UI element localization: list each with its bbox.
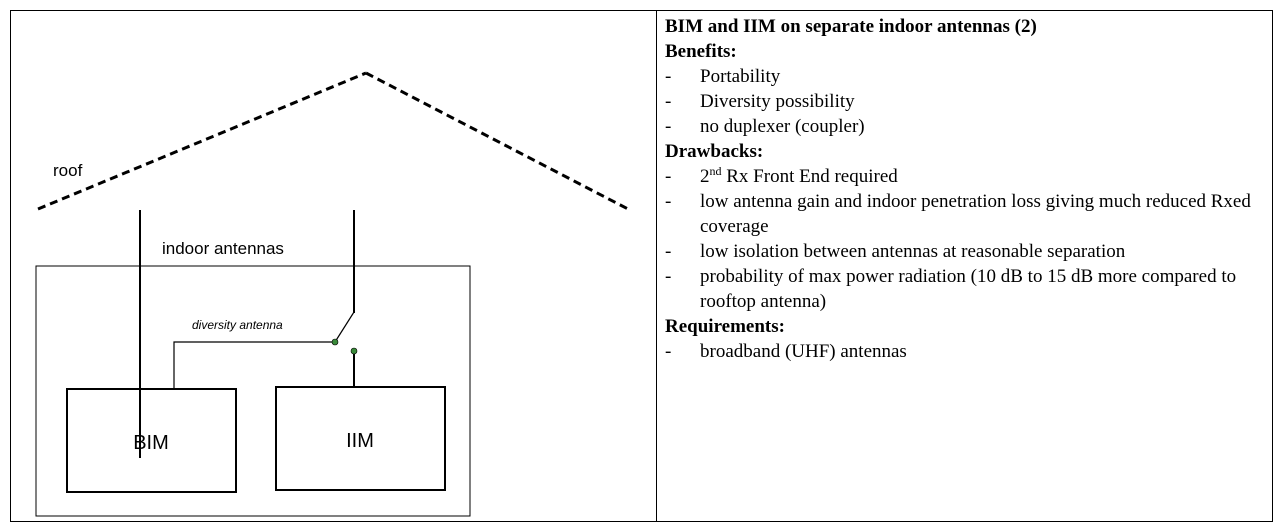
- ordinal-number: 2: [700, 166, 710, 187]
- requirements-list: broadband (UHF) antennas: [665, 339, 1265, 364]
- diversity-feed-line: [173, 341, 335, 389]
- list-item: low antenna gain and indoor penetration …: [665, 189, 1265, 239]
- bim-label: BIM: [133, 432, 169, 454]
- roof-label: roof: [53, 161, 83, 180]
- roof-left-slope: [37, 71, 367, 211]
- drawbacks-heading: Drawbacks:: [665, 141, 764, 162]
- list-item: low isolation between antennas at reason…: [665, 239, 1265, 264]
- list-item: broadband (UHF) antennas: [665, 339, 1265, 364]
- list-item: 2nd Rx Front End required: [665, 164, 1265, 189]
- panel-title: BIM and IIM on separate indoor antennas …: [665, 16, 1037, 37]
- rx-front-end-text: Rx Front End required: [721, 166, 898, 187]
- antenna-diagram: roof indoor antennas diversity antenna B…: [35, 71, 629, 517]
- indoor-enclosure: [35, 265, 471, 517]
- list-item: probability of max power radiation (10 d…: [665, 264, 1265, 314]
- drawbacks-list: 2nd Rx Front End required low antenna ga…: [665, 164, 1265, 314]
- benefits-heading: Benefits:: [665, 41, 737, 62]
- switch-contact-diversity: [331, 338, 339, 346]
- ordinal-suffix: nd: [709, 164, 722, 178]
- column-divider: [656, 10, 657, 522]
- requirements-heading: Requirements:: [665, 316, 785, 337]
- list-item: no duplexer (coupler): [665, 114, 1265, 139]
- list-item: Portability: [665, 64, 1265, 89]
- roof-right-slope: [365, 71, 629, 211]
- benefits-list: Portability Diversity possibility no dup…: [665, 64, 1265, 139]
- switch-arm: [334, 311, 355, 343]
- table-frame: [10, 10, 1273, 522]
- list-item: Diversity possibility: [665, 89, 1265, 114]
- diversity-antenna-label: diversity antenna: [192, 318, 283, 332]
- iim-box: [275, 386, 446, 491]
- bim-box: [66, 388, 237, 493]
- switch-contact-iim: [350, 347, 358, 355]
- description-panel: BIM and IIM on separate indoor antennas …: [665, 14, 1265, 364]
- iim-label: IIM: [346, 430, 374, 452]
- indoor-antennas-label: indoor antennas: [162, 239, 284, 258]
